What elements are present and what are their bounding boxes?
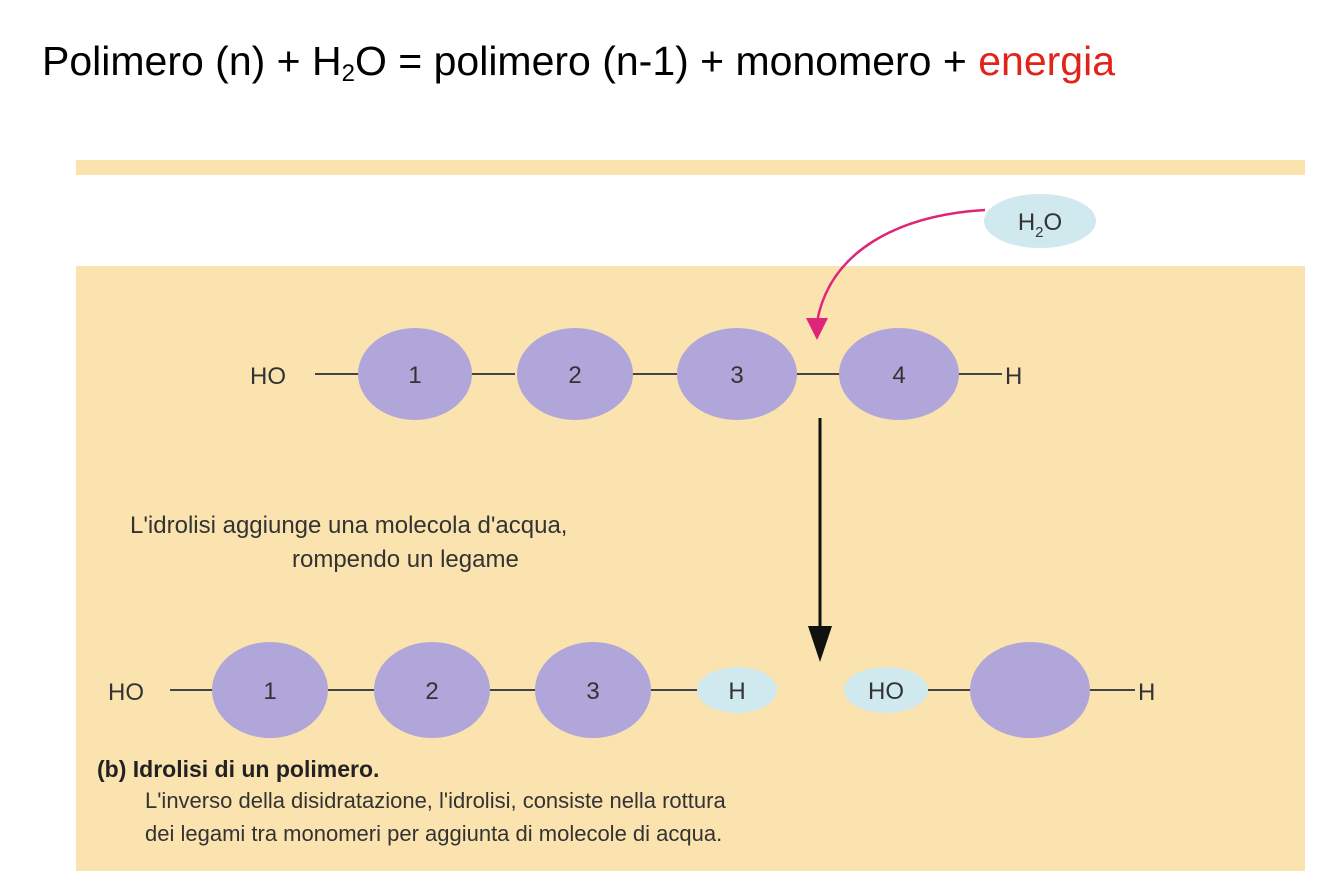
equation-part1: Polimero (n) + H [42,38,342,84]
bottom-monomer-1 [212,642,328,738]
ho-cap [844,667,928,713]
top-monomer-4 [839,328,959,420]
h-cap [697,667,777,713]
top-monomer-4-label: 4 [892,362,905,389]
released-monomer [970,642,1090,738]
bottom-monomer-3-label: 3 [586,678,599,705]
caption-heading: (b) Idrolisi di un polimero. [97,756,380,782]
top-monomer-3-label: 3 [730,362,743,389]
caption-line2: dei legami tra monomeri per aggiunta di … [145,821,723,846]
top-right-end: H [1005,363,1022,390]
top-monomer-2-label: 2 [568,362,581,389]
bottom-right-end: H [1138,679,1155,706]
water-arrow-head [806,318,828,340]
bottom-monomer-2 [374,642,490,738]
hydrolysis-note-line2: rompendo un legame [292,546,519,573]
equation-part2: O = polimero (n-1) + monomero + [354,38,979,84]
top-left-end: HO [250,363,286,390]
bottom-monomer-2-label: 2 [425,678,438,705]
panel-top-strip [76,160,1305,175]
ho-cap-label: HO [868,678,904,705]
top-monomer-1 [358,328,472,420]
top-monomer-1-label: 1 [408,362,421,389]
reaction-arrow-head [808,626,832,662]
equation-subscript: 2 [341,60,355,87]
top-monomer-3 [677,328,797,420]
top-monomer-2 [517,328,633,420]
water-molecule [984,194,1096,248]
h-cap-label: H [728,678,745,705]
bottom-monomer-3 [535,642,651,738]
hydrolysis-note-line1: L'idrolisi aggiunge una molecola d'acqua… [130,512,567,539]
water-label: H2O [1018,209,1062,241]
figure-caption: (b) Idrolisi di un polimero. L'inverso d… [97,756,1247,849]
equation-energia: energia [978,38,1115,84]
water-arrow-curve [815,208,986,323]
bottom-monomer-1-label: 1 [263,678,276,705]
caption-line1: L'inverso della disidratazione, l'idroli… [145,788,726,813]
equation-title: Polimero (n) + H2O = polimero (n-1) + mo… [42,38,1115,88]
bottom-left-end: HO [108,679,144,706]
